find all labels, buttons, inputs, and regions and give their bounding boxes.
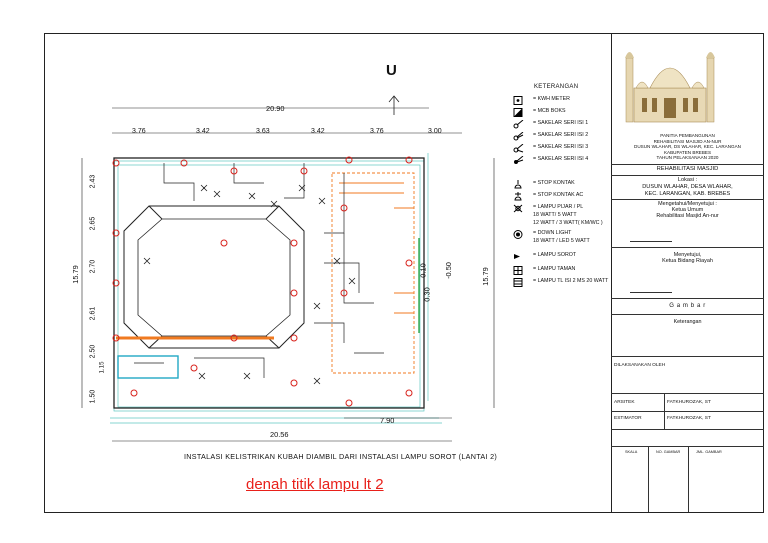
lamp-symbols (112, 156, 413, 407)
legend-item: 12 WATT / 3 WATT( KM/WC ) (533, 220, 603, 226)
dim-left-4: 2.61 (89, 306, 97, 321)
legend-item: = MCB BOKS (513, 108, 566, 117)
legend-title: KETERANGAN (534, 84, 579, 90)
stair-area (331, 172, 415, 374)
dim-top-2: 3.42 (196, 128, 210, 135)
legend-item: = SAKELAR SERI ISI 1 (513, 119, 588, 129)
dim-left-2: 2.65 (89, 216, 97, 231)
dim-top-1: 3.76 (132, 128, 146, 135)
dim-top-total: 20.90 (266, 104, 285, 113)
location-block: Lokasi : DUSUN WLAHAR, DESA WLAHAR, KEC.… (642, 177, 733, 197)
dim-left-7: 1.50 (89, 389, 97, 404)
dim-bottom-partial: 7.90 (380, 416, 395, 425)
dim-overall-right: 15.79 (480, 267, 490, 286)
estimator-name: FATKHUROZAK, ST (667, 416, 711, 421)
dim-left-1: 2.43 (89, 174, 97, 189)
downlight-icon (513, 230, 525, 239)
incandescent-lamp-icon (513, 204, 525, 213)
approval2-block: Menyetujui, Ketua Bidang Riayah (662, 252, 713, 265)
toilet-room (117, 355, 179, 379)
signature-line (630, 292, 672, 293)
architect-label: ARSITEK (614, 400, 635, 405)
project-header: PANITIA PEMBANGUNAN REHABILITASI MASJID … (634, 133, 741, 161)
legend-item: = KWH METER (513, 96, 570, 105)
drawing-caption: INSTALASI KELISTRIKAN KUBAH DIAMBIL DARI… (184, 452, 498, 461)
legend-item: = STOP KONTAK (513, 180, 575, 189)
title-block (611, 33, 764, 513)
socket-icon (513, 180, 525, 189)
dim-bottom-total: 20.56 (270, 430, 289, 439)
site-boundary-lines (110, 153, 442, 424)
floor-plan-drawing (81, 95, 495, 442)
dim-inner-2: 0.30 (422, 287, 432, 302)
garden-lamp-icon (513, 266, 525, 275)
architect-name: FATKHUROZAK, ST (667, 400, 711, 405)
socket-ac-icon (513, 192, 525, 201)
project-name: REHABILITASI MASJID (656, 166, 719, 172)
legend-item: 18 WATT / LED 5 WATT (533, 238, 590, 244)
north-label: U (386, 62, 397, 79)
legend-item: = STOP KONTAK AC (513, 192, 583, 201)
legend-item: = SAKELAR SERI ISI 4 (513, 155, 588, 165)
keterangan-label: Keterangan (673, 319, 702, 325)
dimension-lines (81, 107, 495, 442)
mcb-box-icon (513, 108, 525, 117)
approval-block: Mengetahui/Menyetujui : Ketua Umum Rehab… (656, 201, 719, 220)
legend-item: = SAKELAR SERI ISI 2 (513, 131, 588, 141)
executed-by-label: DILAKSANAKAN OLEH (614, 363, 666, 368)
legend-item: = LAMPU TAMAN (513, 266, 575, 275)
downlight-symbols (143, 184, 356, 385)
page-title: denah titik lampu lt 2 (246, 476, 384, 493)
wiring-lines (134, 163, 384, 378)
dim-inner-1: 0.10 (418, 263, 428, 278)
legend-item: = LAMPU TL ISI 2 MS 20 WATT (513, 278, 608, 287)
switch-quad-icon (513, 155, 525, 165)
switch-triple-icon (513, 143, 525, 153)
switch-single-icon (513, 119, 525, 129)
dim-left-3: 2.70 (89, 259, 97, 274)
dim-top-6: 3.00 (428, 128, 442, 135)
gambar-label: G a m b a r (669, 303, 706, 309)
switch-double-icon (513, 131, 525, 141)
dim-inner-3: -0.50 (443, 262, 453, 279)
legend-item: = LAMPU PIJAR / PL (513, 204, 583, 213)
dim-overall-left: 15.79 (70, 265, 80, 284)
dim-left-5: 2.50 (89, 344, 97, 359)
dim-left-6: 1.15 (98, 361, 106, 374)
dim-top-5: 3.76 (370, 128, 384, 135)
scale-label: SKALA (625, 450, 638, 454)
legend-item: = LAMPU SOROT (513, 252, 576, 261)
north-arrow-icon (388, 95, 400, 115)
mosque-logo (625, 52, 715, 123)
spotlight-icon (513, 252, 525, 261)
building-outline (113, 157, 425, 409)
legend-item: = SAKELAR SERI ISI 3 (513, 143, 588, 153)
dim-top-3: 3.63 (256, 128, 270, 135)
tl-lamp-icon (513, 278, 525, 287)
dim-top-4: 3.42 (311, 128, 325, 135)
kwh-meter-icon (513, 96, 525, 105)
dome-outline (123, 205, 305, 349)
drawing-no-label: NO. GAMBAR (656, 450, 681, 454)
legend-item: = DOWN LIGHT (513, 230, 571, 239)
legend-item: 18 WATT/ 5 WATT (533, 212, 577, 218)
signature-line (630, 241, 672, 242)
estimator-label: ESTIMATOR (614, 416, 642, 421)
drawing-count-label: JML. GAMBAR (696, 450, 722, 454)
